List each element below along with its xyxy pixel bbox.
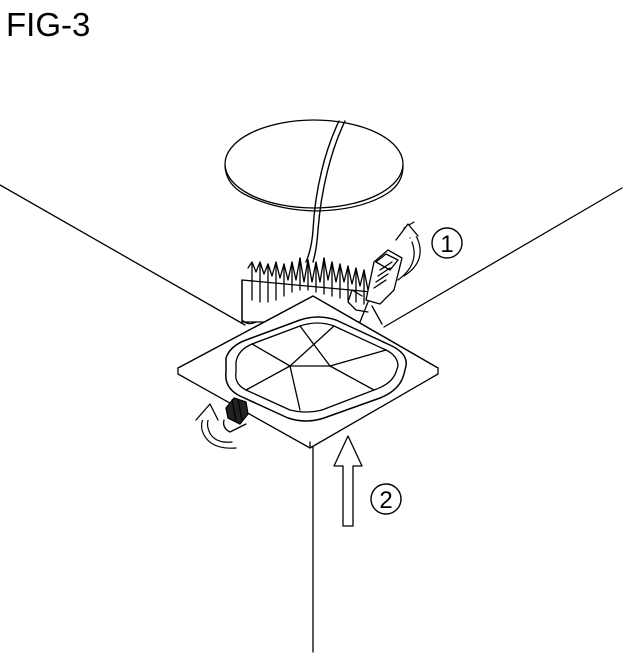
step-1-number: 1	[440, 231, 453, 258]
up-arrow-icon	[333, 435, 363, 527]
power-cable	[305, 120, 346, 263]
curved-arrow-icon-left	[195, 403, 237, 449]
step-1-badge: 1	[431, 227, 463, 259]
reflector	[225, 316, 407, 422]
curved-arrow-icon	[395, 221, 421, 281]
step-2-number: 2	[379, 487, 392, 514]
spring-clip-right	[347, 249, 403, 325]
figure-title: FIG-3	[6, 6, 91, 43]
step-2-badge: 2	[370, 483, 402, 515]
spring-clip-left	[222, 397, 249, 433]
ceiling-cutout-disc	[224, 119, 404, 212]
room-corner-lines	[0, 184, 623, 653]
